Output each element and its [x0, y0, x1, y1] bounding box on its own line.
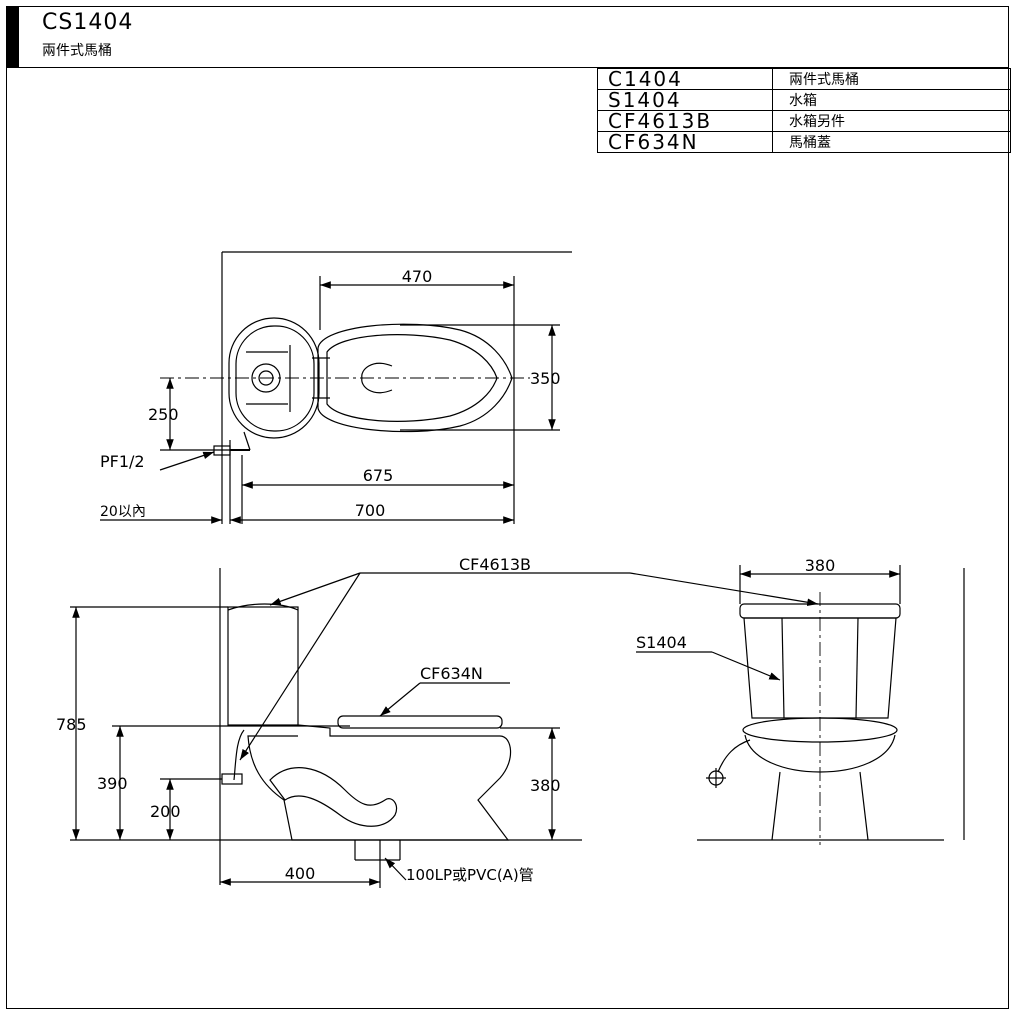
- dim-label-700: 700: [355, 501, 386, 520]
- title-block-divider: [6, 67, 1009, 68]
- plan-view: [100, 251, 572, 524]
- tank-front: [743, 617, 897, 719]
- part-name: 馬桶蓋: [772, 131, 1011, 153]
- title-block-bar: [6, 6, 19, 68]
- tank-parts-label: CF4613B: [459, 555, 531, 574]
- parts-table: C1404 兩件式馬桶 S1404 水箱 CF4613B 水箱另件 CF634N…: [597, 68, 1011, 153]
- dim-label-400: 400: [285, 864, 316, 883]
- parts-row: CF4613B 水箱另件: [597, 110, 1011, 132]
- tank-inner-outline: [235, 325, 315, 432]
- dim-label-380-front: 380: [805, 556, 836, 575]
- leader-line: [239, 572, 361, 761]
- trapway: [269, 767, 398, 827]
- leader-line: [379, 682, 421, 717]
- dim-label-380: 380: [530, 776, 561, 795]
- part-code: C1404: [597, 68, 773, 90]
- supply-hose: [233, 729, 245, 781]
- wall-gap-label: 20以內: [100, 504, 146, 520]
- supply-label: PF1/2: [100, 452, 145, 471]
- dim-label-390: 390: [97, 774, 128, 793]
- supply-hose: [717, 739, 751, 773]
- leader-line: [384, 857, 407, 881]
- tank-side: [227, 606, 299, 726]
- parts-row: CF634N 馬桶蓋: [597, 131, 1011, 153]
- seat-label: CF634N: [420, 664, 483, 683]
- supply-fitting: [221, 773, 243, 785]
- tank-lid: [227, 603, 299, 611]
- drawing-frame: [6, 6, 1009, 1009]
- model-code: CS1404: [42, 10, 134, 35]
- pedestal-front: [771, 771, 869, 841]
- dim-label-675: 675: [363, 466, 394, 485]
- tank-detail-line: [781, 617, 785, 719]
- part-code: CF634N: [597, 131, 773, 153]
- side-view-labels: CF4613B CF634N 785 390 200 380 400 100LP…: [56, 555, 561, 884]
- dim-label-785: 785: [56, 715, 87, 734]
- dim-label-200: 200: [150, 802, 181, 821]
- model-description: 兩件式馬桶: [42, 43, 112, 59]
- front-view: [636, 565, 965, 845]
- leader-line: [629, 572, 819, 606]
- leader-line: [711, 651, 781, 681]
- part-code: CF4613B: [597, 110, 773, 132]
- drain-label: 100LP或PVC(A)管: [406, 866, 534, 884]
- tank-label: S1404: [636, 633, 687, 652]
- dim-label-470: 470: [402, 267, 433, 286]
- bowl-side: [247, 724, 512, 841]
- front-view-labels: 380 S1404: [636, 556, 835, 652]
- dim-label-250: 250: [148, 405, 179, 424]
- tank-detail-line: [855, 617, 859, 719]
- plan-view-labels: 470 350 250 PF1/2 675 20以內 700: [100, 267, 561, 520]
- supply-hose: [243, 431, 251, 451]
- dim-label-350: 350: [530, 369, 561, 388]
- leader-line: [269, 572, 361, 606]
- leader-line: [159, 451, 215, 471]
- seat-side: [337, 715, 503, 729]
- side-view: [70, 568, 819, 888]
